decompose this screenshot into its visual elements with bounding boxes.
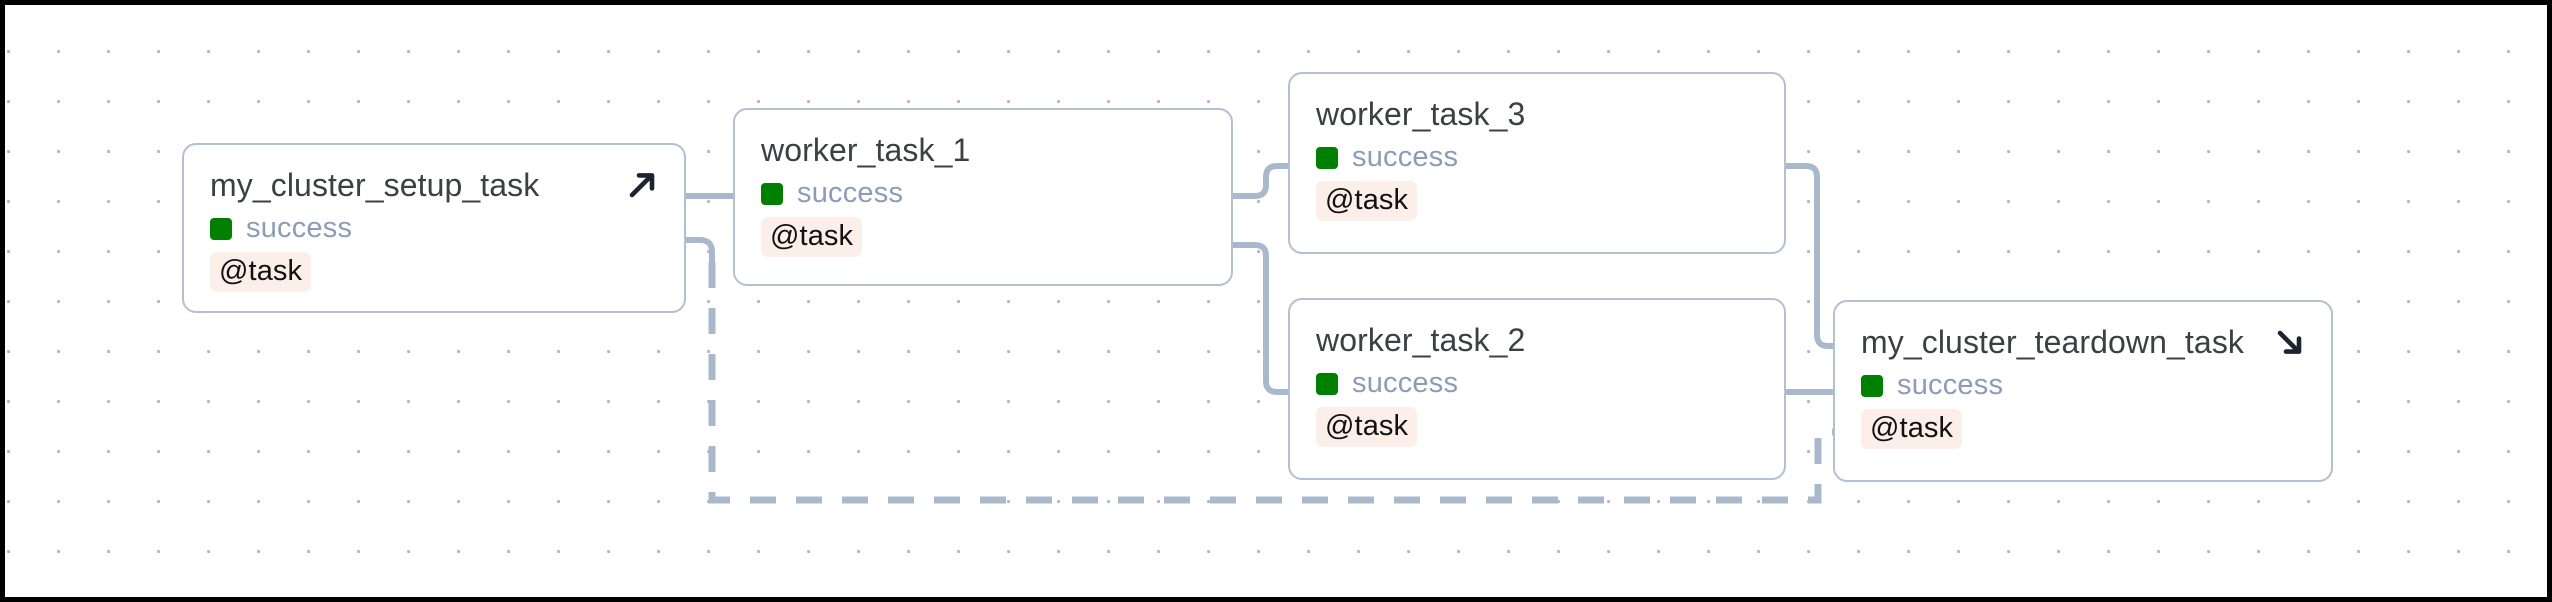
dag-node-my-cluster-setup-task[interactable]: my_cluster_setup_task success @task — [182, 143, 686, 313]
status-label: success — [1352, 367, 1459, 399]
status-success-swatch — [1316, 146, 1338, 169]
edge-setup-to-teardown-dashed — [708, 262, 1833, 504]
task-decorator-badge: @task — [1861, 409, 1963, 449]
status-success-swatch — [1316, 372, 1338, 395]
task-decorator-badge: @task — [210, 252, 312, 292]
status-success-swatch — [761, 182, 783, 205]
node-badge-row: @task — [1316, 407, 1758, 447]
task-decorator-badge: @task — [761, 217, 863, 257]
node-title: my_cluster_teardown_task — [1861, 324, 2245, 360]
node-status: success — [1316, 142, 1758, 173]
task-decorator-badge: @task — [1316, 181, 1418, 221]
node-status: success — [1316, 368, 1758, 399]
node-status: success — [761, 178, 1205, 209]
status-label: success — [1897, 369, 2004, 401]
node-header: my_cluster_setup_task — [210, 167, 658, 203]
edge-worker_task_1-to-worker_task_2 — [1230, 242, 1291, 395]
status-success-swatch — [210, 217, 232, 240]
dag-node-my-cluster-teardown-task[interactable]: my_cluster_teardown_task success @task — [1833, 300, 2333, 482]
task-decorator-badge: @task — [1316, 407, 1418, 447]
node-title: worker_task_2 — [1316, 322, 1526, 358]
node-title: worker_task_1 — [761, 132, 971, 168]
node-header: worker_task_1 — [761, 132, 1205, 168]
node-title: worker_task_3 — [1316, 96, 1526, 132]
dag-node-worker-task-2[interactable]: worker_task_2 success @task — [1288, 298, 1786, 480]
arrow-up-right-icon[interactable] — [626, 169, 658, 201]
node-status: success — [1861, 370, 2305, 401]
edge-setup-exit-lower — [683, 237, 715, 265]
arrow-down-right-icon[interactable] — [2273, 326, 2305, 358]
node-badge-row: @task — [761, 217, 1205, 257]
node-header: worker_task_3 — [1316, 96, 1758, 132]
edge-worker_task_1-to-worker_task_3 — [1230, 163, 1291, 199]
node-badge-row: @task — [1861, 409, 2305, 449]
status-label: success — [1352, 141, 1459, 173]
status-label: success — [246, 212, 353, 244]
node-header: my_cluster_teardown_task — [1861, 324, 2305, 360]
node-status: success — [210, 213, 658, 244]
node-header: worker_task_2 — [1316, 322, 1758, 358]
node-badge-row: @task — [1316, 181, 1758, 221]
node-badge-row: @task — [210, 252, 658, 292]
status-label: success — [797, 177, 904, 209]
status-success-swatch — [1861, 374, 1883, 397]
edge-worker_task_3-to-teardown — [1783, 163, 1836, 349]
dag-node-worker-task-3[interactable]: worker_task_3 success @task — [1288, 72, 1786, 254]
dag-node-worker-task-1[interactable]: worker_task_1 success @task — [733, 108, 1233, 286]
node-title: my_cluster_setup_task — [210, 167, 540, 203]
